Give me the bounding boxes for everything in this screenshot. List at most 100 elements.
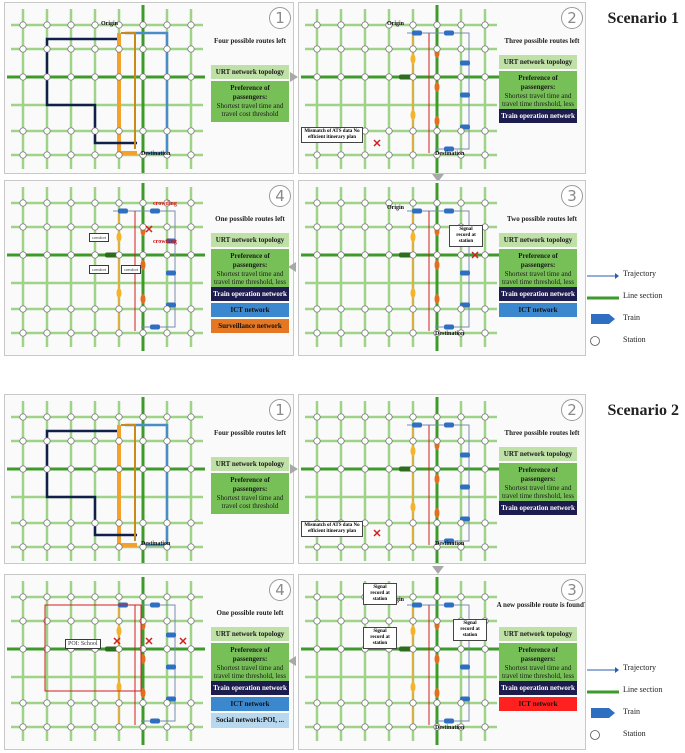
station-node [457,73,465,81]
station-node [115,437,123,445]
line-section-icon [587,690,619,694]
station-node [361,437,369,445]
station-node [337,151,345,159]
scenario-2-title: Scenario 2 [607,402,679,419]
train-marker [166,664,176,670]
train-marker [434,260,440,270]
station-node [385,413,393,421]
station-node [313,251,321,259]
train-marker [399,252,413,258]
station-node [385,519,393,527]
status-text: Three possible routes left [504,429,580,437]
train-marker [410,110,416,120]
signal-record-note: Signal record at station [449,225,483,247]
station-node [481,21,489,29]
station-node [139,723,147,731]
station-node [139,465,147,473]
station-node [67,199,75,207]
station-node [115,699,123,707]
station-node [163,45,171,53]
station-node [337,413,345,421]
station-node [139,251,147,259]
station-node [67,519,75,527]
station-node [433,645,441,653]
origin-label: Origin [387,21,405,27]
train-marker [460,60,470,66]
station-node [91,437,99,445]
train-marker [460,270,470,276]
station-node [115,465,123,473]
station-node [115,519,123,527]
train-marker [444,422,454,428]
station-node [187,593,195,601]
train-marker [434,654,440,664]
legend-item-train: Train [585,706,685,718]
station-node [361,151,369,159]
train-marker [399,74,413,80]
train-icon [591,708,615,718]
station-node [91,223,99,231]
station-node [139,73,147,81]
next-arrow [288,656,296,666]
station-node [187,73,195,81]
train-marker [399,646,413,652]
train-marker [166,632,176,638]
station-node [313,73,321,81]
station-node [67,723,75,731]
train-marker [410,54,416,64]
station-node [313,329,321,337]
station-node [385,543,393,551]
station-node [91,519,99,527]
network-map [7,183,205,351]
station-node [409,45,417,53]
station-node [91,593,99,601]
station-node [481,73,489,81]
destination-label: Destination [435,541,465,547]
station-node [91,329,99,337]
station-node [385,251,393,259]
station-node [187,617,195,625]
station-node [43,519,51,527]
station-node [313,305,321,313]
station-node [433,329,441,337]
station-node [115,645,123,653]
network-map [301,577,499,745]
station-node [337,305,345,313]
station-node [409,413,417,421]
station-node [67,223,75,231]
station-node [337,645,345,653]
train-marker [410,288,416,298]
train-marker [460,484,470,490]
status-text: Four possible routes left [214,429,286,437]
station-node [139,413,147,421]
destination-label: Destination [141,151,171,157]
train-marker [150,324,160,330]
train-marker [444,30,454,36]
next-arrow [290,464,298,474]
station-node [19,593,27,601]
layer-surveillance-network: Surveillance network [211,319,289,333]
network-map [301,5,499,173]
station-node [43,593,51,601]
station-node [337,593,345,601]
train-marker [434,474,440,484]
layer-social-network: Social network:POI, ... [211,713,289,728]
station-node [67,21,75,29]
station-node [19,151,27,159]
station-node [409,199,417,207]
station-node [67,329,75,337]
station-node [163,437,171,445]
train-marker [150,208,160,214]
panel-s2-2: Destination Mismatch of ATS data No effi… [298,394,586,564]
station-node [163,223,171,231]
station-node [91,617,99,625]
station-node [187,645,195,653]
station-node [481,593,489,601]
panel-s1-4: crowding crowding comfort comfort comfor… [4,180,294,356]
station-node [91,199,99,207]
station-node [91,465,99,473]
layer-urt-topology: URT network topology [211,457,289,471]
eliminated-mark [179,637,187,645]
station-node [19,329,27,337]
station-node [187,251,195,259]
